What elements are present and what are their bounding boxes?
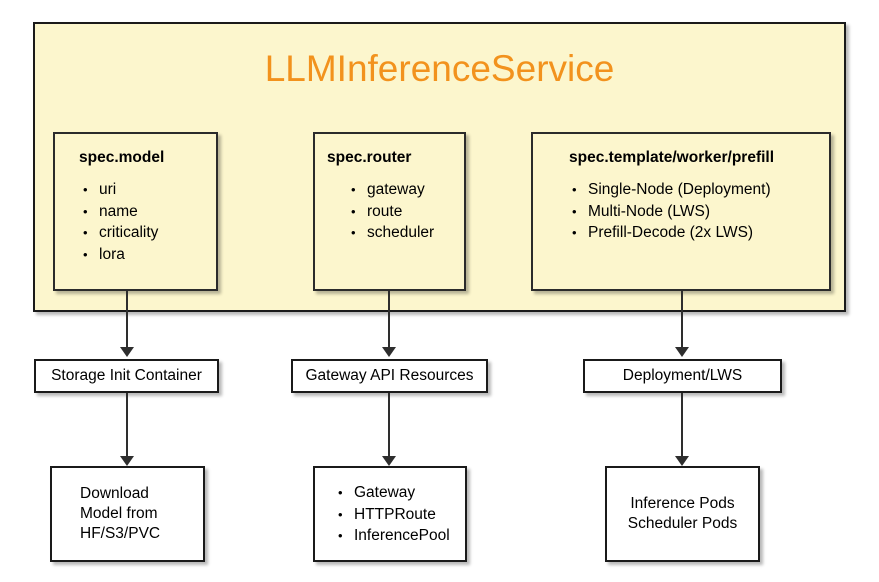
list-item: criticality xyxy=(77,222,216,244)
edge-model-to-storage xyxy=(126,291,128,349)
spec-router-heading: spec.router xyxy=(327,149,412,166)
list-item: Multi-Node (LWS) xyxy=(566,201,829,223)
list-item: HTTPRoute xyxy=(332,503,465,525)
spec-model-heading: spec.model xyxy=(79,149,165,166)
list-item: Prefill-Decode (2x LWS) xyxy=(566,222,829,244)
list-item: Gateway xyxy=(332,482,465,504)
spec-model-list: uri name criticality lora xyxy=(77,179,216,265)
edge-template-to-deployment xyxy=(681,291,683,349)
spec-model-box: spec.model uri name criticality lora xyxy=(53,132,218,291)
box-label: Gateway API Resources xyxy=(305,367,474,384)
arrow-head xyxy=(382,456,396,466)
arrow-head xyxy=(120,347,134,357)
gateway-resources-list-box: Gateway HTTPRoute InferencePool xyxy=(313,466,467,562)
box-label: Inference Pods Scheduler Pods xyxy=(627,495,738,532)
deployment-lws-box: Deployment/LWS xyxy=(583,359,782,393)
spec-template-worker-prefill-box: spec.template/worker/prefill Single-Node… xyxy=(531,132,831,291)
gateway-api-resources-box: Gateway API Resources xyxy=(291,359,488,393)
arrow-head xyxy=(120,456,134,466)
spec-template-list: Single-Node (Deployment) Multi-Node (LWS… xyxy=(566,179,829,244)
arrow-head xyxy=(382,347,396,357)
list-item: uri xyxy=(77,179,216,201)
arrow-head xyxy=(675,347,689,357)
list-item: route xyxy=(345,201,464,223)
gateway-resources-list: Gateway HTTPRoute InferencePool xyxy=(315,482,465,547)
spec-router-list: gateway route scheduler xyxy=(345,179,464,244)
spec-router-box: spec.router gateway route scheduler xyxy=(313,132,466,291)
edge-deployment-to-pods xyxy=(681,393,683,458)
inference-scheduler-pods-box: Inference Pods Scheduler Pods xyxy=(605,466,760,562)
box-label: Deployment/LWS xyxy=(622,367,743,384)
list-item: gateway xyxy=(345,179,464,201)
edge-gateway-to-resources xyxy=(388,393,390,458)
box-label: Download Model from HF/S3/PVC xyxy=(80,485,161,542)
download-model-box: Download Model from HF/S3/PVC xyxy=(50,466,205,562)
page-title: LLMInferenceService xyxy=(264,48,615,89)
list-item: InferencePool xyxy=(332,525,465,547)
list-item: lora xyxy=(77,244,216,266)
spec-template-heading: spec.template/worker/prefill xyxy=(569,149,775,166)
edge-storage-to-download xyxy=(126,393,128,458)
list-item: name xyxy=(77,201,216,223)
box-label: Storage Init Container xyxy=(51,367,202,384)
list-item: scheduler xyxy=(345,222,464,244)
list-item: Single-Node (Deployment) xyxy=(566,179,829,201)
storage-init-container-box: Storage Init Container xyxy=(34,359,219,393)
edge-router-to-gateway xyxy=(388,291,390,349)
arrow-head xyxy=(675,456,689,466)
